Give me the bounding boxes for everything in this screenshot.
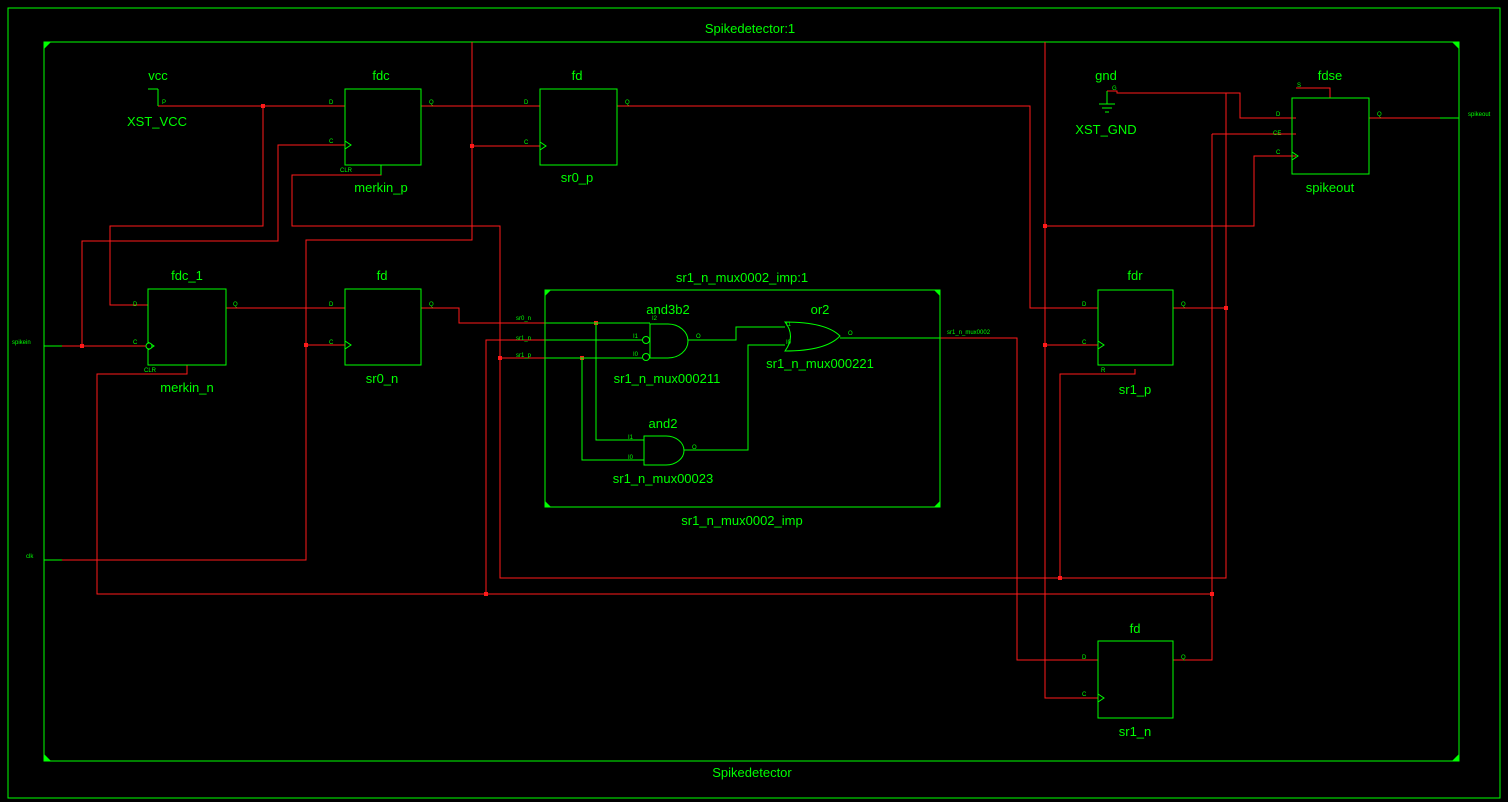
svg-text:fd: fd [1130, 621, 1141, 636]
svg-text:D: D [524, 100, 529, 106]
svg-text:D: D [1082, 655, 1087, 661]
svg-text:sr1_n_mux000211: sr1_n_mux000211 [614, 371, 721, 386]
vcc-source[interactable]: vcc P XST_VCC [127, 68, 187, 129]
gate-or2[interactable]: or2 I1 I0 O sr1_n_mux000221 [766, 302, 874, 371]
svg-text:C: C [524, 140, 529, 146]
gate-and2[interactable]: and2 I1 I0 O sr1_n_mux00023 [613, 416, 713, 486]
svg-text:Q: Q [1377, 112, 1382, 118]
svg-text:CLR: CLR [340, 168, 353, 174]
port-spikein[interactable]: spikein [12, 340, 62, 347]
svg-text:Q: Q [625, 100, 630, 106]
svg-text:D: D [1082, 302, 1087, 308]
port-spikeout[interactable]: spikeout [1440, 112, 1491, 119]
svg-text:sr1_n: sr1_n [1119, 724, 1152, 739]
fdc-type-label: fdc [372, 68, 390, 83]
svg-text:I0: I0 [628, 455, 634, 461]
svg-text:fdr: fdr [1127, 268, 1143, 283]
svg-text:C: C [329, 340, 334, 346]
gnd-name-label: XST_GND [1075, 122, 1136, 137]
port-spikeout-label: spikeout [1468, 112, 1491, 118]
vcc-pin-label: P [162, 100, 166, 106]
vcc-name-label: XST_VCC [127, 114, 187, 129]
svg-text:C: C [329, 139, 334, 145]
svg-text:I2: I2 [652, 316, 658, 322]
svg-text:I1: I1 [786, 322, 792, 328]
gate-and3b2[interactable]: and3b2 I2 I1 I0 O sr1_n_mux000211 [614, 302, 721, 386]
svg-text:D: D [329, 302, 334, 308]
outer-frame [7, 7, 1501, 799]
svg-text:merkin_n: merkin_n [160, 380, 213, 395]
port-spikein-label: spikein [12, 340, 31, 346]
svg-text:fdc_1: fdc_1 [171, 268, 203, 283]
submodule-instance-title: sr1_n_mux0002_imp:1 [676, 270, 808, 285]
submodule-name: sr1_n_mux0002_imp [681, 513, 802, 528]
fd-sr1-n[interactable]: fd D C Q sr1_n [1082, 621, 1186, 739]
svg-text:I1: I1 [628, 435, 634, 441]
svg-text:D: D [133, 302, 138, 308]
design-name: Spikedetector [712, 765, 792, 780]
design-frame-corners [44, 42, 1459, 761]
gnd-source[interactable]: gnd G XST_GND [1075, 68, 1136, 137]
svg-text:sr0_p: sr0_p [561, 170, 594, 185]
svg-text:I0: I0 [633, 352, 639, 358]
svg-text:CLR: CLR [144, 368, 157, 374]
mux-output-label: sr1_n_mux0002 [947, 330, 991, 336]
fdc-merkin-p[interactable]: fdc D C Q CLR merkin_p [329, 68, 434, 195]
gnd-type-label: gnd [1095, 68, 1117, 83]
svg-text:I1: I1 [633, 334, 639, 340]
svg-text:sr1_p: sr1_p [516, 353, 532, 359]
svg-text:spikeout: spikeout [1306, 180, 1355, 195]
svg-text:fdse: fdse [1318, 68, 1343, 83]
svg-text:O: O [692, 445, 697, 451]
submodule-sr1-n-mux0002-imp[interactable]: sr1_n_mux0002_imp:1 sr1_n_mux0002_imp sr… [516, 270, 991, 528]
svg-text:I0: I0 [786, 340, 792, 346]
svg-text:C: C [133, 340, 138, 346]
svg-text:Q: Q [1181, 302, 1186, 308]
svg-text:C: C [1276, 150, 1281, 156]
svg-text:C: C [1082, 692, 1087, 698]
svg-text:or2: or2 [811, 302, 830, 317]
svg-text:C: C [1082, 340, 1087, 346]
svg-text:sr1_n: sr1_n [516, 336, 531, 342]
design-frame [43, 41, 1460, 762]
fd-sr0-n[interactable]: fd D C Q sr0_n [329, 268, 434, 386]
wire-net [62, 42, 1440, 699]
svg-text:CE: CE [1273, 131, 1281, 137]
svg-text:Q: Q [429, 302, 434, 308]
fdr-sr1-p[interactable]: fdr D C Q R sr1_p [1082, 268, 1186, 397]
gnd-pin-label: G [1112, 86, 1117, 92]
svg-text:Q: Q [429, 100, 434, 106]
svg-text:sr0_n: sr0_n [516, 316, 531, 322]
wire-junctions [80, 104, 1228, 596]
svg-text:Q: Q [1181, 655, 1186, 661]
svg-text:and3b2: and3b2 [646, 302, 689, 317]
vcc-type-label: vcc [148, 68, 168, 83]
fdc1-merkin-n[interactable]: fdc_1 D C Q CLR merkin_n [133, 268, 238, 395]
design-instance-title: Spikedetector:1 [705, 21, 795, 36]
svg-text:sr1_n_mux00023: sr1_n_mux00023 [613, 471, 713, 486]
svg-text:O: O [848, 331, 853, 337]
svg-text:Q: Q [233, 302, 238, 308]
svg-text:D: D [329, 100, 334, 106]
svg-text:D: D [1276, 112, 1281, 118]
fdse-spikeout[interactable]: fdse S D CE C Q spikeout [1273, 68, 1382, 195]
svg-text:fd: fd [377, 268, 388, 283]
svg-text:R: R [1101, 368, 1106, 374]
svg-text:sr0_n: sr0_n [366, 371, 399, 386]
port-clk-label: clk [26, 554, 34, 560]
svg-text:and2: and2 [649, 416, 678, 431]
svg-text:S: S [1297, 83, 1301, 89]
svg-text:O: O [696, 334, 701, 340]
svg-text:sr1_n_mux000221: sr1_n_mux000221 [766, 356, 874, 371]
fd-sr0-p[interactable]: fd D C Q sr0_p [524, 68, 630, 185]
fdc-instance-label: merkin_p [354, 180, 407, 195]
svg-text:fd: fd [572, 68, 583, 83]
port-clk[interactable]: clk [26, 554, 62, 561]
svg-text:sr1_p: sr1_p [1119, 382, 1152, 397]
